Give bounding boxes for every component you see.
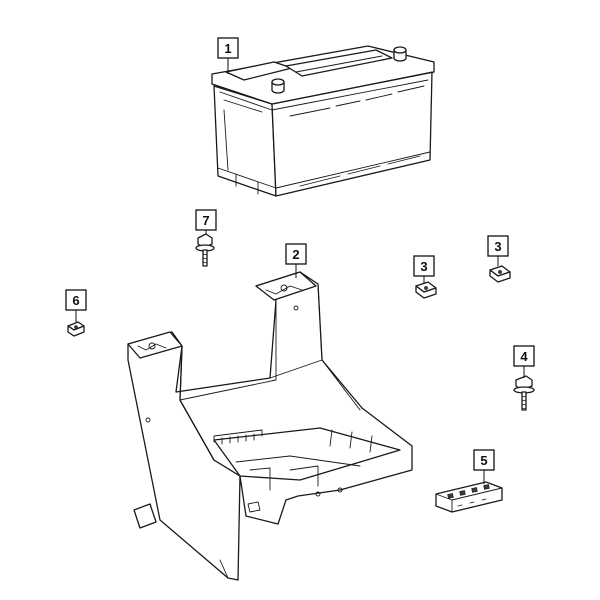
- hold-down[interactable]: [435, 481, 503, 513]
- callout-label: 7: [202, 213, 209, 228]
- callout-label: 4: [520, 349, 528, 364]
- callout-7: 7: [195, 209, 217, 234]
- tray-mount-pad: [127, 331, 183, 359]
- callout-label: 1: [224, 41, 231, 56]
- battery-terminal: [393, 46, 407, 62]
- callout-3: 3: [413, 255, 435, 284]
- callout-3: 3: [487, 235, 509, 266]
- callout-6: 6: [65, 289, 87, 322]
- callout-4: 4: [513, 345, 535, 378]
- callout-5: 5: [473, 449, 495, 484]
- bolt[interactable]: [195, 233, 215, 267]
- callout-label: 3: [420, 259, 427, 274]
- callout-label: 6: [72, 293, 79, 308]
- bolt[interactable]: [513, 375, 535, 411]
- nut-clip[interactable]: [415, 281, 437, 299]
- battery-tray[interactable]: [127, 271, 413, 581]
- callout-label: 2: [292, 247, 299, 262]
- clip[interactable]: [67, 321, 85, 337]
- nut-clip[interactable]: [489, 265, 511, 283]
- callout-label: 3: [494, 239, 501, 254]
- battery[interactable]: [211, 45, 435, 197]
- callout-label: 5: [480, 453, 487, 468]
- battery-terminal: [271, 78, 285, 94]
- callout-2: 2: [285, 243, 307, 278]
- callout-1: 1: [217, 37, 239, 74]
- tray-mount-pad: [255, 271, 317, 301]
